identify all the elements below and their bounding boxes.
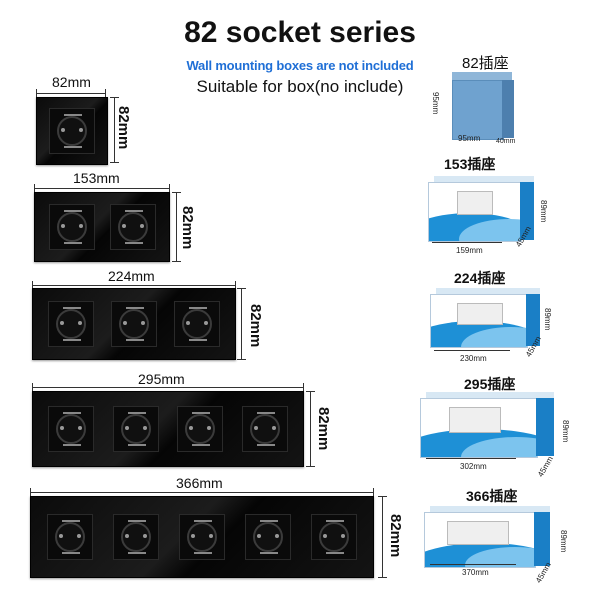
socket-icon xyxy=(47,514,93,560)
box-4-label: 295插座 xyxy=(464,376,516,392)
socket-icon xyxy=(47,301,94,347)
page-title: 82 socket series xyxy=(184,16,416,49)
box-2-label: 153插座 xyxy=(444,156,496,172)
socket-icon xyxy=(174,301,221,347)
socket-icon xyxy=(49,108,95,154)
socket-panel-5 xyxy=(30,496,374,578)
box-3-dim-line xyxy=(434,350,510,351)
panel-4-width-label: 295mm xyxy=(138,371,185,387)
socket-icon xyxy=(245,514,291,560)
socket-icon xyxy=(311,514,357,560)
box-2-package xyxy=(428,176,538,252)
box-3-dim-width: 230mm xyxy=(460,354,487,363)
panel-2-width-label: 153mm xyxy=(73,170,120,186)
box-4-dim-line xyxy=(426,458,516,459)
socket-icon xyxy=(48,204,95,250)
socket-icon xyxy=(110,301,157,347)
panel-5-height-line xyxy=(378,496,387,578)
box-5-label: 366插座 xyxy=(466,488,518,504)
panel-2-height-label: 82mm xyxy=(179,206,196,250)
socket-icon xyxy=(112,406,159,452)
panel-1-width-line xyxy=(36,89,106,98)
socket-icon xyxy=(48,406,95,452)
box-3-label: 224插座 xyxy=(454,270,506,286)
box-1-label: 82插座 xyxy=(462,55,509,72)
socket-icon xyxy=(177,406,224,452)
panel-1-width-label: 82mm xyxy=(52,74,91,90)
panel-5-width-label: 366mm xyxy=(176,475,223,491)
socket-panel-1 xyxy=(36,97,108,165)
box-5-dim-line xyxy=(430,564,516,565)
panel-2-height-line xyxy=(172,192,181,262)
panel-4-height-label: 82mm xyxy=(315,407,332,451)
box-4-dim-width: 302mm xyxy=(460,462,487,471)
socket-panel-3 xyxy=(32,288,236,360)
panel-1-height-label: 82mm xyxy=(115,106,132,150)
panel-5-height-label: 82mm xyxy=(387,514,404,558)
panel-3-height-label: 82mm xyxy=(247,304,264,348)
box-2-dim-height: 89mm xyxy=(539,200,548,223)
box-3-package xyxy=(430,288,544,358)
panel-1-height-line xyxy=(110,97,119,163)
box-1-dim-depth: 40mm xyxy=(496,138,516,145)
socket-icon xyxy=(109,204,156,250)
panel-3-width-line xyxy=(32,281,236,290)
box-1-dim-width: 95mm xyxy=(458,134,481,143)
box-4-package xyxy=(420,392,560,466)
panel-4-width-line xyxy=(32,383,304,392)
box-3-dim-height: 89mm xyxy=(543,308,552,331)
panel-5-width-line xyxy=(30,488,374,497)
notice-not-included: Wall mounting boxes are not included xyxy=(186,58,414,73)
panel-3-width-label: 224mm xyxy=(108,268,155,284)
box-2-dim-width: 159mm xyxy=(456,246,483,255)
box-5-dim-width: 370mm xyxy=(462,568,489,577)
panel-3-height-line xyxy=(237,288,246,360)
box-5-dim-height: 89mm xyxy=(559,530,568,553)
panel-2-width-line xyxy=(34,184,170,193)
panel-4-height-line xyxy=(306,391,315,467)
box-5-package xyxy=(424,506,554,572)
notice-suitable-box: Suitable for box(no include) xyxy=(196,77,404,96)
socket-icon xyxy=(113,514,159,560)
box-2-dim-line xyxy=(432,242,502,243)
socket-panel-4 xyxy=(32,391,304,467)
socket-icon xyxy=(241,406,288,452)
box-1-package xyxy=(452,72,522,144)
socket-icon xyxy=(179,514,225,560)
socket-panel-2 xyxy=(34,192,170,262)
box-4-dim-height: 89mm xyxy=(561,420,570,443)
box-1-dim-height: 95mm xyxy=(431,92,440,115)
